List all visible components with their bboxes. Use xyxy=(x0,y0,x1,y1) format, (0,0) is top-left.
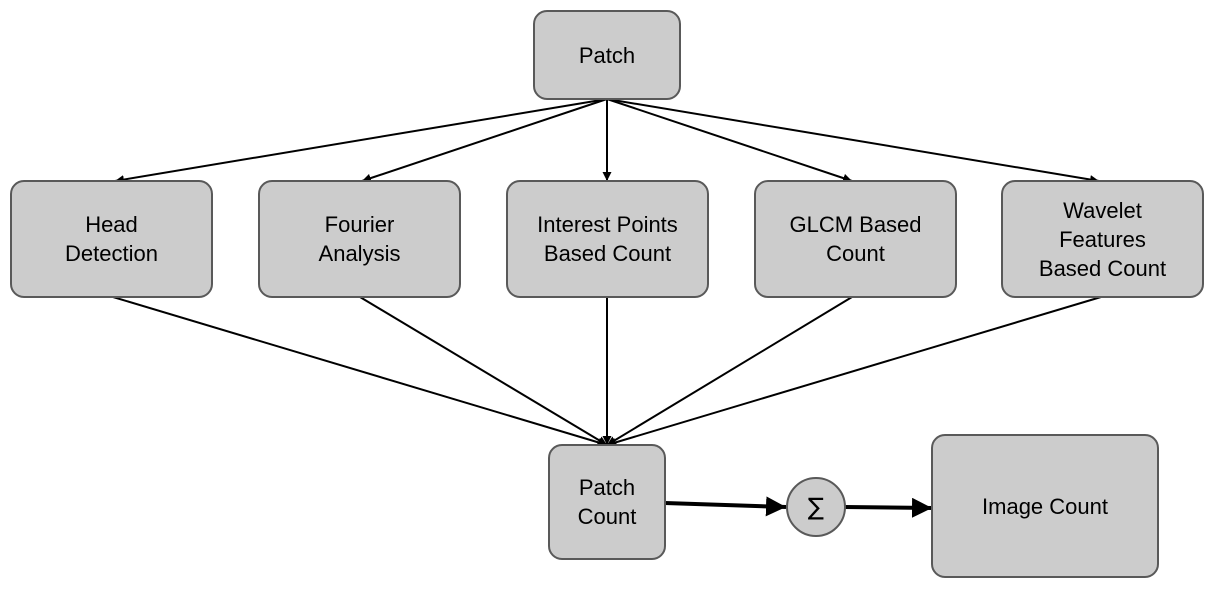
arrow-patch-to-wavelet xyxy=(606,98,1100,184)
wavelet-label: Wavelet Features Based Count xyxy=(1038,197,1167,281)
sum-symbol: ∑ xyxy=(807,493,825,521)
arrow-patch-to-fourier-analysis xyxy=(361,98,608,183)
sum-node: ∑ xyxy=(786,477,846,537)
patch-label: Patch xyxy=(578,42,636,68)
patch-node: Patch xyxy=(533,10,681,100)
arrow-glcm-to-patch-count xyxy=(606,296,853,446)
arrow-wavelet-to-patch-count xyxy=(606,296,1102,447)
glcm-node: GLCM Based Count xyxy=(754,180,957,298)
arrow-patch-to-head-detection xyxy=(114,98,608,184)
image-count-label: Image Count xyxy=(982,493,1108,519)
glcm-label: GLCM Based Count xyxy=(789,212,922,266)
arrow-sum-to-image-count xyxy=(844,497,933,518)
arrow-head-detection-to-patch-count xyxy=(112,296,608,447)
head-detection-label: Head Detection xyxy=(65,212,158,266)
arrow-patch-to-glcm xyxy=(606,98,853,183)
fourier-analysis-label: Fourier Analysis xyxy=(318,212,401,266)
patch-count-node: Patch Count xyxy=(548,444,666,560)
patch-count-label: Patch Count xyxy=(577,475,637,529)
interest-points-label: Interest Points Based Count xyxy=(537,212,678,266)
arrow-patch-count-to-sum xyxy=(664,496,787,517)
fourier-analysis-node: Fourier Analysis xyxy=(258,180,461,298)
arrow-fourier-analysis-to-patch-count xyxy=(359,296,608,446)
wavelet-node: Wavelet Features Based Count xyxy=(1001,180,1204,298)
interest-points-node: Interest Points Based Count xyxy=(506,180,709,298)
image-count-node: Image Count xyxy=(931,434,1159,578)
head-detection-node: Head Detection xyxy=(10,180,213,298)
